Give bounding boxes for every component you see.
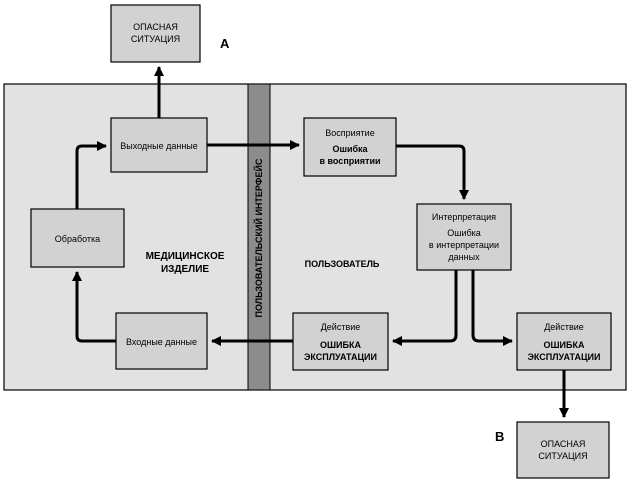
arrow-interpretation-to-action-right xyxy=(471,270,514,347)
action-right-error-line2: ЭКСПЛУАТАЦИИ xyxy=(528,352,601,362)
hazard-box-top xyxy=(110,4,201,63)
interpretation-line3: данных xyxy=(448,252,480,262)
arrow-interpretation-to-action-left xyxy=(391,270,458,347)
hazard-box-bottom xyxy=(516,421,610,479)
action-left-title: Действие xyxy=(321,322,361,332)
processing-label: Обработка xyxy=(55,234,100,244)
user-interface-label: ПОЛЬЗОВАТЕЛЬСКИЙ ИНТЕРФЕЙС xyxy=(253,158,264,317)
action-left-error-line1: ОШИБКА xyxy=(320,340,361,350)
interpretation-line2: в интерпретации xyxy=(429,240,499,250)
action-right-title: Действие xyxy=(544,322,584,332)
input-data-box xyxy=(115,312,208,370)
action-box-right xyxy=(516,312,612,371)
interpretation-line1: Ошибка xyxy=(447,228,481,238)
user-label: ПОЛЬЗОВАТЕЛЬ xyxy=(305,259,380,269)
arrow-input-to-processing xyxy=(71,270,116,343)
medical-device-label-line1: МЕДИЦИНСКОЕ xyxy=(146,251,225,262)
marker-a: A xyxy=(220,36,230,51)
output-data-box xyxy=(110,117,208,173)
hazard-top-line2: СИТУАЦИЯ xyxy=(131,34,180,44)
processing-box xyxy=(30,208,125,268)
action-right-error-line1: ОШИБКА xyxy=(544,340,585,350)
medical-device-label-line2: ИЗДЕЛИЕ xyxy=(161,264,209,275)
interpretation-box xyxy=(416,203,512,271)
hazard-bottom-line2: СИТУАЦИЯ xyxy=(538,451,587,461)
perception-box xyxy=(303,117,397,177)
perception-error-line1: Ошибка xyxy=(332,144,368,154)
action-left-error-line2: ЭКСПЛУАТАЦИИ xyxy=(304,352,377,362)
marker-b: B xyxy=(495,429,504,444)
perception-error-line2: в восприятии xyxy=(319,156,380,166)
user-interface-strip xyxy=(247,83,271,391)
arrow-perception-to-interpretation xyxy=(396,144,470,201)
output-data-label: Выходные данные xyxy=(120,141,198,151)
arrow-processing-to-output xyxy=(75,140,108,209)
hazard-bottom-line1: ОПАСНАЯ xyxy=(541,439,586,449)
input-data-label: Входные данные xyxy=(126,337,197,347)
perception-title: Восприятие xyxy=(325,128,374,138)
interpretation-title: Интерпретация xyxy=(432,212,496,222)
hazard-top-line1: ОПАСНАЯ xyxy=(133,22,178,32)
